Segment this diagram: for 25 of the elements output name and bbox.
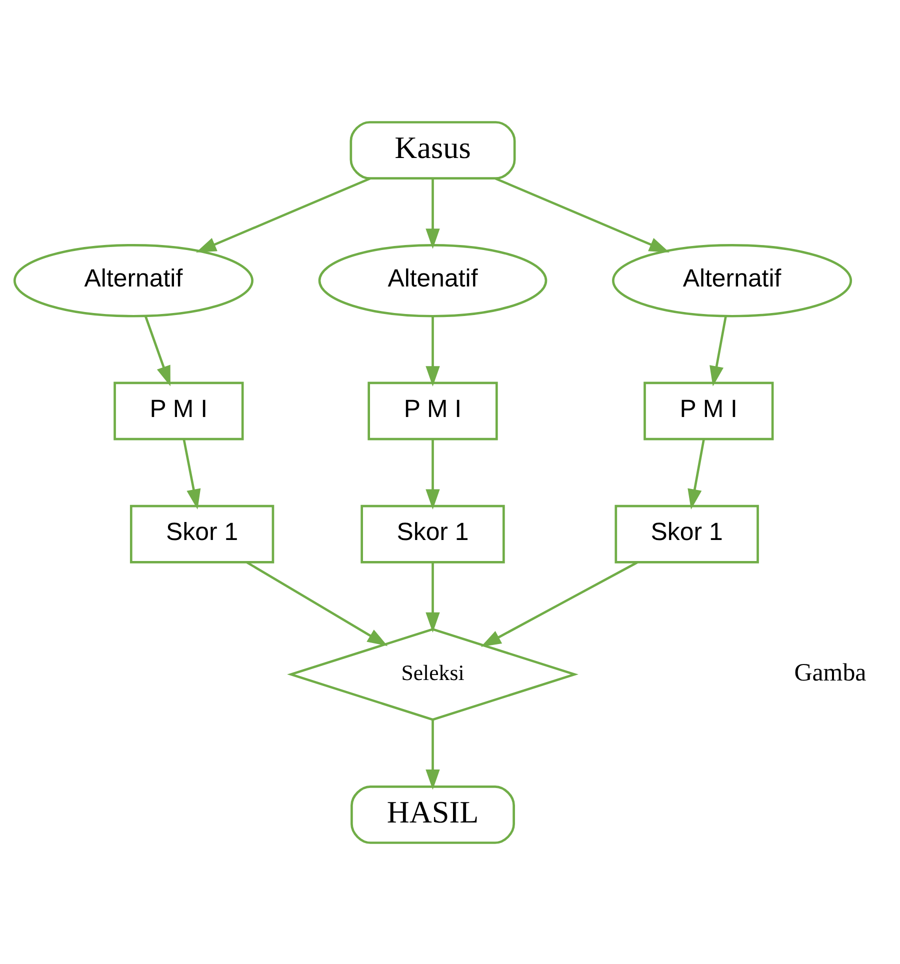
- label: Gamba: [794, 658, 866, 686]
- node-box: P M I: [114, 381, 244, 440]
- arrow: [182, 438, 201, 509]
- arrow: [144, 315, 170, 386]
- arrow: [710, 316, 727, 386]
- arrow: [495, 176, 670, 252]
- arrow: [426, 178, 440, 248]
- node-ellipse: Altenatif: [318, 244, 548, 317]
- node-box: P M I: [644, 381, 774, 440]
- arrow: [688, 438, 705, 509]
- node-box: Skor 1: [614, 504, 759, 563]
- arrow: [426, 562, 440, 632]
- node-box: Skor 1: [360, 504, 505, 563]
- node-box: P M I: [368, 381, 498, 440]
- arrow: [480, 560, 638, 646]
- node-box: HASIL: [350, 784, 515, 844]
- node-box: Kasus: [350, 120, 516, 180]
- arrow: [426, 720, 440, 790]
- arrow: [426, 438, 440, 510]
- node-box: Skor 1: [130, 504, 274, 563]
- arrow: [196, 176, 370, 252]
- arrow: [426, 316, 440, 386]
- arrow: [246, 560, 388, 646]
- node-ellipse: Alternatif: [612, 244, 852, 317]
- node-ellipse: Alternatif: [13, 244, 254, 317]
